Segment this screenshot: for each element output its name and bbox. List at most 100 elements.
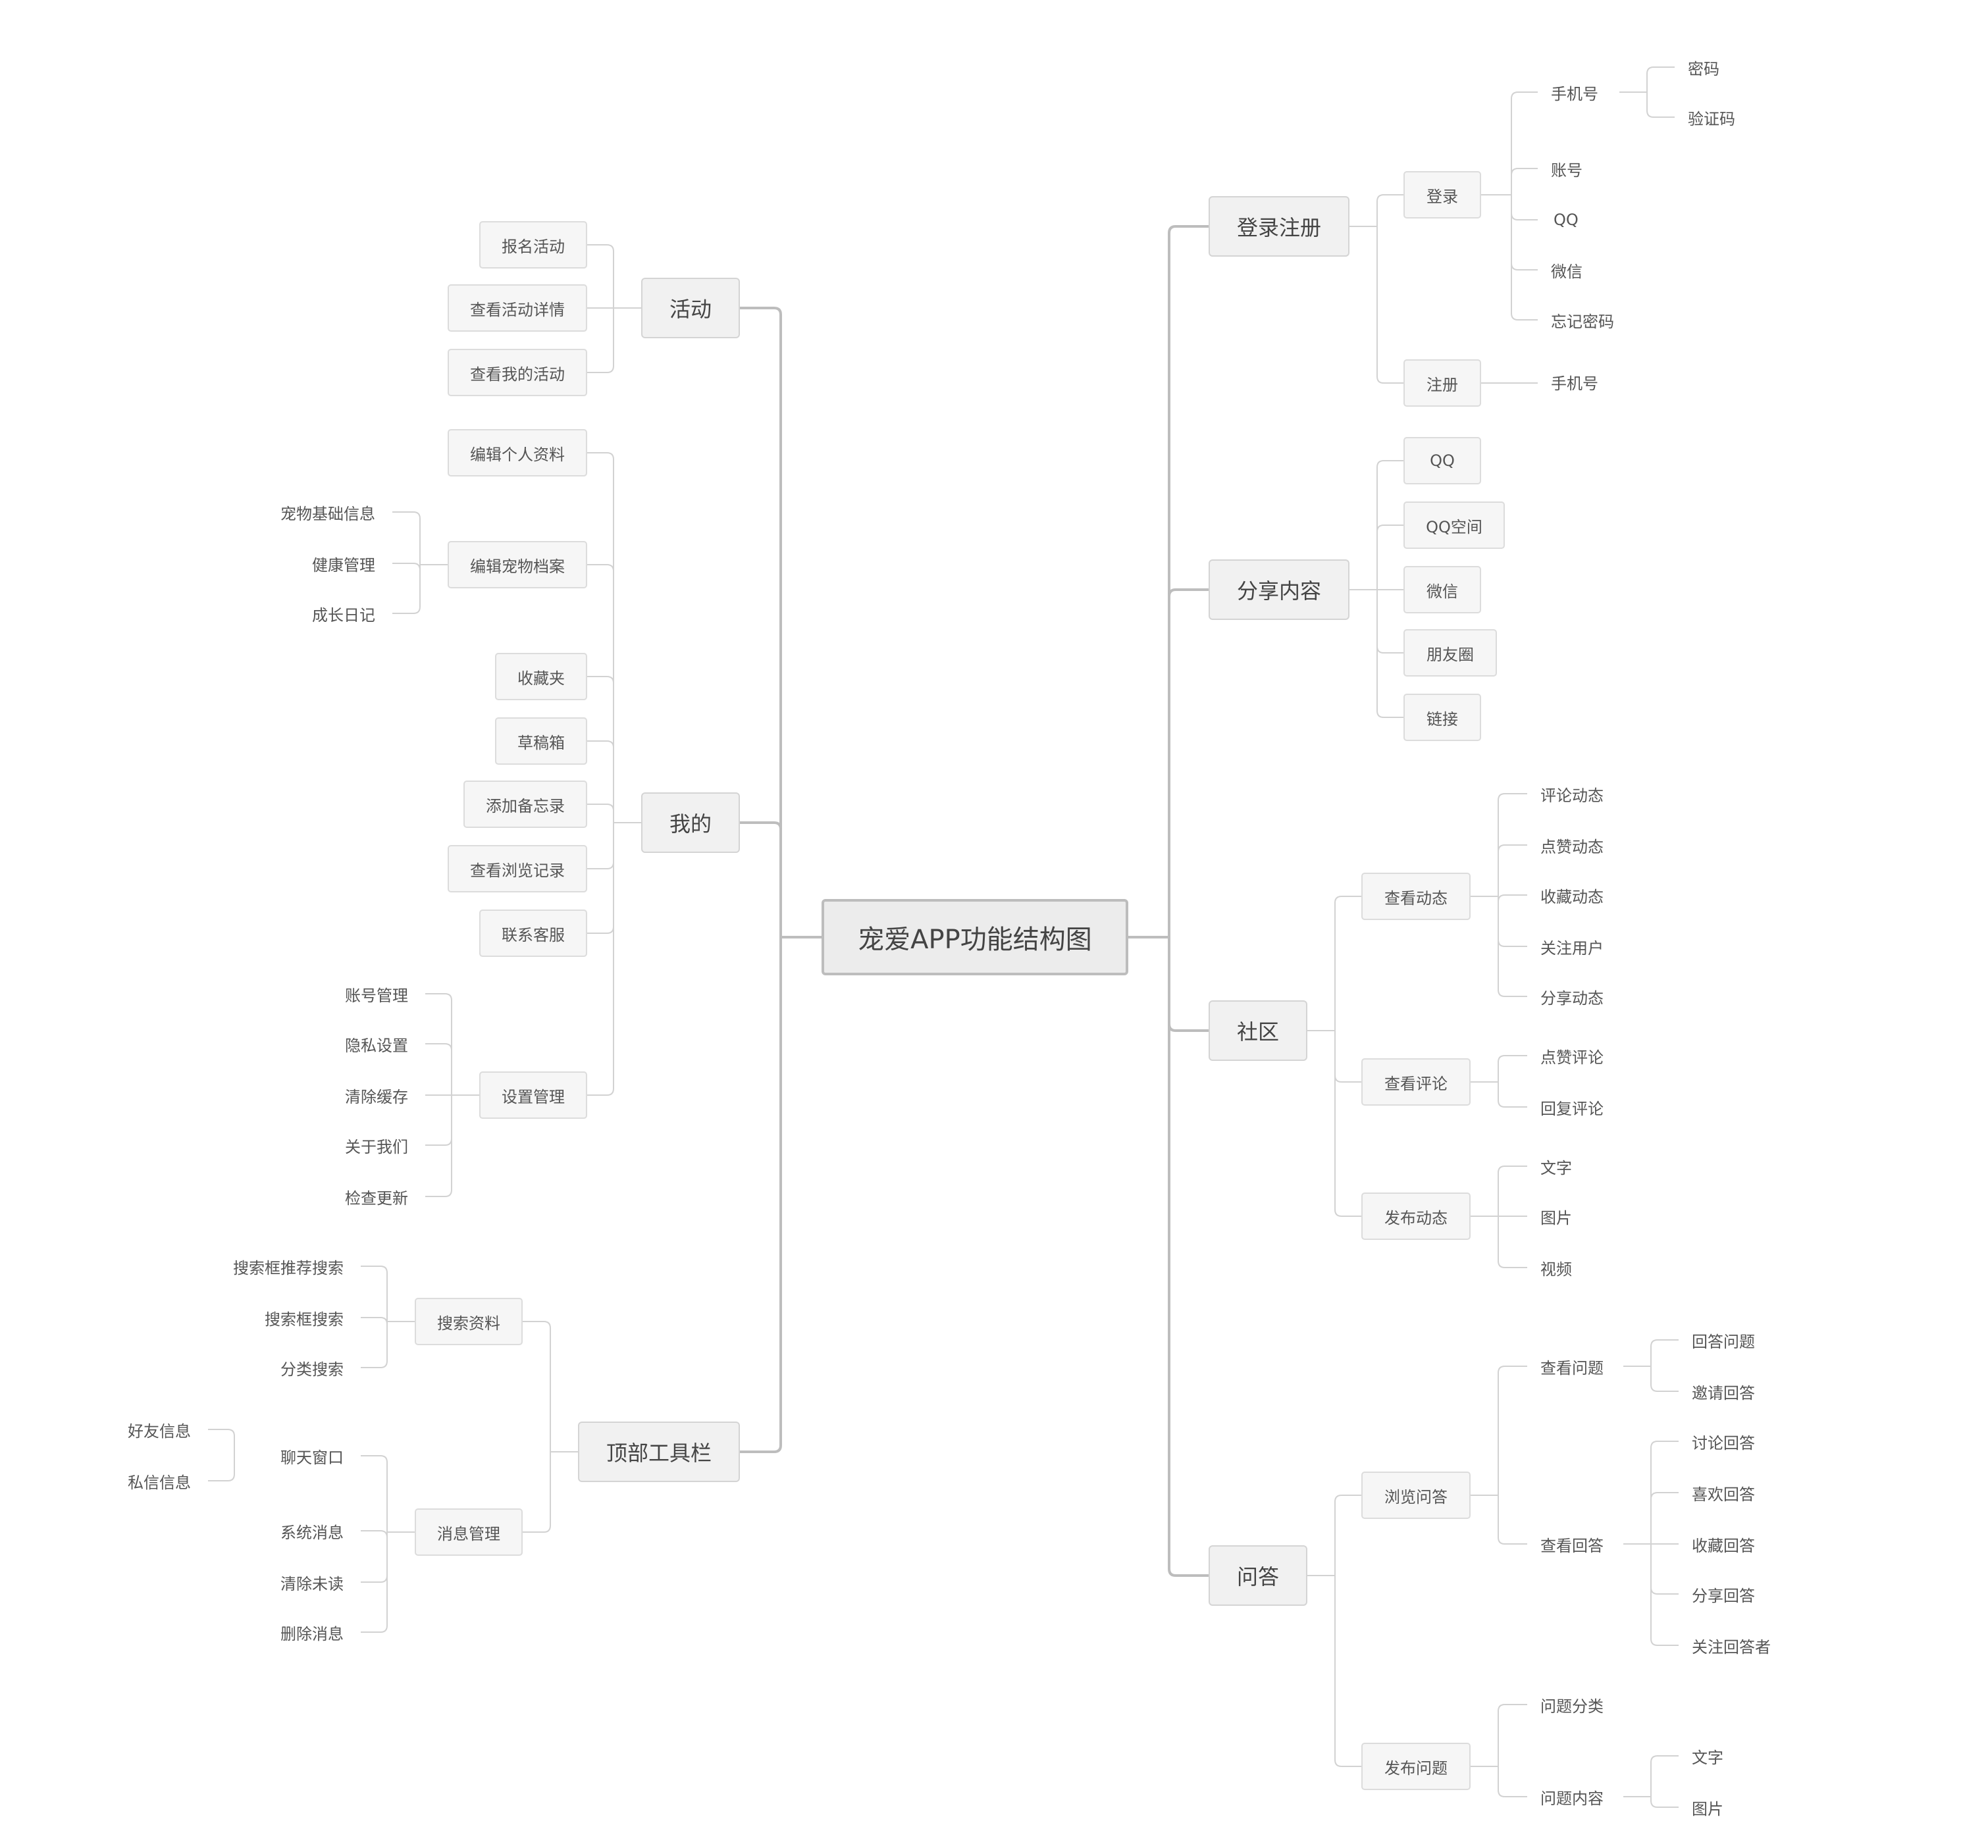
leaf-private-msg[interactable]: 私信信息 (128, 1473, 191, 1492)
leaf-view-answers[interactable]: 查看回答 (1540, 1536, 1604, 1555)
mine-edit-pet[interactable]: 编辑宠物档案 (448, 541, 587, 588)
node-login[interactable]: 登录 (1403, 171, 1481, 218)
leaf-forgot-password[interactable]: 忘记密码 (1551, 312, 1614, 331)
branch-toolbar[interactable]: 顶部工具栏 (578, 1422, 740, 1482)
leaf-reply-comment[interactable]: 回复评论 (1540, 1099, 1604, 1118)
mine-favorites[interactable]: 收藏夹 (495, 653, 587, 700)
share-qzone[interactable]: QQ空间 (1403, 501, 1505, 549)
leaf-share-feed[interactable]: 分享动态 (1540, 988, 1604, 1008)
node-view-feed[interactable]: 查看动态 (1361, 873, 1471, 920)
connector (361, 1317, 388, 1325)
leaf-view-questions[interactable]: 查看问题 (1540, 1358, 1604, 1377)
leaf-fav-feed[interactable]: 收藏动态 (1540, 887, 1604, 906)
connector (1376, 590, 1403, 654)
mine-history[interactable]: 查看浏览记录 (448, 845, 587, 892)
leaf-phone[interactable]: 手机号 (1551, 84, 1598, 103)
node-post-question[interactable]: 发布问题 (1361, 1743, 1471, 1790)
connector (587, 804, 614, 823)
node-register[interactable]: 注册 (1403, 359, 1481, 407)
mine-settings[interactable]: 设置管理 (479, 1071, 587, 1119)
branch-qa[interactable]: 问答 (1209, 1545, 1307, 1606)
node-view-comments[interactable]: 查看评论 (1361, 1058, 1471, 1106)
leaf-question-content[interactable]: 问题内容 (1540, 1789, 1604, 1808)
leaf-about-us[interactable]: 关于我们 (345, 1137, 408, 1156)
root-node[interactable]: 宠爱APP功能结构图 (822, 899, 1128, 975)
leaf-search-box[interactable]: 搜索框搜索 (265, 1310, 344, 1329)
leaf-question-category[interactable]: 问题分类 (1540, 1697, 1604, 1716)
leaf-like-comment[interactable]: 点赞评论 (1540, 1048, 1604, 1067)
leaf-health[interactable]: 健康管理 (312, 555, 375, 575)
mine-edit-profile[interactable]: 编辑个人资料 (448, 429, 587, 476)
leaf-growth-diary[interactable]: 成长日记 (312, 605, 375, 625)
branch-community[interactable]: 社区 (1209, 1000, 1307, 1061)
connector (587, 823, 614, 869)
connector (1498, 896, 1527, 947)
leaf-qq-login[interactable]: QQ (1554, 211, 1579, 229)
leaf-text[interactable]: 文字 (1540, 1158, 1572, 1177)
leaf-account-mgmt[interactable]: 账号管理 (345, 986, 408, 1005)
connector (1168, 225, 1209, 937)
leaf-password[interactable]: 密码 (1688, 59, 1719, 78)
node-browse-qa[interactable]: 浏览问答 (1361, 1472, 1471, 1519)
connector (361, 1455, 388, 1532)
mine-drafts[interactable]: 草稿箱 (495, 717, 587, 765)
leaf-qa-text[interactable]: 文字 (1692, 1748, 1723, 1767)
branch-activity[interactable]: 活动 (641, 278, 740, 338)
leaf-clear-unread[interactable]: 清除未读 (280, 1574, 344, 1593)
mine-memo[interactable]: 添加备忘录 (463, 781, 587, 828)
node-post-feed[interactable]: 发布动态 (1361, 1193, 1471, 1240)
connector (1376, 460, 1403, 590)
leaf-delete-msg[interactable]: 删除消息 (280, 1624, 344, 1643)
leaf-check-update[interactable]: 检查更新 (345, 1189, 408, 1208)
leaf-fav-answer[interactable]: 收藏回答 (1692, 1536, 1755, 1555)
connector (1376, 226, 1403, 384)
leaf-qa-image[interactable]: 图片 (1692, 1799, 1723, 1818)
toolbar-messages[interactable]: 消息管理 (415, 1508, 523, 1556)
leaf-system-msg[interactable]: 系统消息 (280, 1523, 344, 1542)
mine-service[interactable]: 联系客服 (479, 910, 587, 957)
connector (1498, 1766, 1527, 1797)
leaf-search-recommend[interactable]: 搜索框推荐搜索 (233, 1258, 344, 1277)
leaf-wechat-login[interactable]: 微信 (1551, 262, 1583, 281)
branch-share[interactable]: 分享内容 (1209, 559, 1349, 620)
leaf-clear-cache[interactable]: 清除缓存 (345, 1087, 408, 1106)
leaf-image[interactable]: 图片 (1540, 1208, 1572, 1227)
share-wechat[interactable]: 微信 (1403, 566, 1481, 613)
toolbar-search[interactable]: 搜索资料 (415, 1298, 523, 1345)
leaf-follow-user[interactable]: 关注用户 (1540, 938, 1604, 958)
connector (1650, 1797, 1679, 1808)
connector (1498, 844, 1527, 896)
leaf-answer-question[interactable]: 回答问题 (1692, 1332, 1755, 1351)
connector (1334, 1031, 1361, 1083)
leaf-like-feed[interactable]: 点赞动态 (1540, 837, 1604, 856)
activity-mine[interactable]: 查看我的活动 (448, 349, 587, 396)
branch-mine[interactable]: 我的 (641, 792, 740, 853)
branch-login-register[interactable]: 登录注册 (1209, 196, 1349, 257)
leaf-register-phone[interactable]: 手机号 (1551, 374, 1598, 393)
leaf-invite-answer[interactable]: 邀请回答 (1692, 1383, 1755, 1402)
connector (1646, 66, 1675, 92)
activity-signup[interactable]: 报名活动 (479, 221, 587, 269)
connector (523, 1321, 551, 1452)
leaf-privacy[interactable]: 隐私设置 (345, 1036, 408, 1055)
leaf-comment-feed[interactable]: 评论动态 (1540, 786, 1604, 805)
leaf-pet-basic[interactable]: 宠物基础信息 (280, 504, 375, 523)
leaf-video[interactable]: 视频 (1540, 1260, 1572, 1279)
share-link[interactable]: 链接 (1403, 694, 1481, 741)
connector (587, 452, 614, 823)
leaf-discuss-answer[interactable]: 讨论回答 (1692, 1433, 1755, 1452)
leaf-friend-info[interactable]: 好友信息 (128, 1422, 191, 1441)
leaf-chat-window[interactable]: 聊天窗口 (280, 1448, 344, 1467)
leaf-account[interactable]: 账号 (1551, 161, 1583, 180)
connector (361, 1532, 388, 1633)
leaf-like-answer[interactable]: 喜欢回答 (1692, 1485, 1755, 1504)
leaf-category-search[interactable]: 分类搜索 (280, 1360, 344, 1379)
leaf-follow-answerer[interactable]: 关注回答者 (1692, 1637, 1771, 1656)
connector (1334, 1031, 1361, 1217)
connector (1376, 525, 1403, 590)
activity-details[interactable]: 查看活动详情 (448, 284, 587, 332)
share-qq[interactable]: QQ (1403, 437, 1481, 484)
share-moments[interactable]: 朋友圈 (1403, 629, 1497, 677)
leaf-share-answer[interactable]: 分享回答 (1692, 1586, 1755, 1605)
leaf-sms-code[interactable]: 验证码 (1688, 109, 1735, 128)
